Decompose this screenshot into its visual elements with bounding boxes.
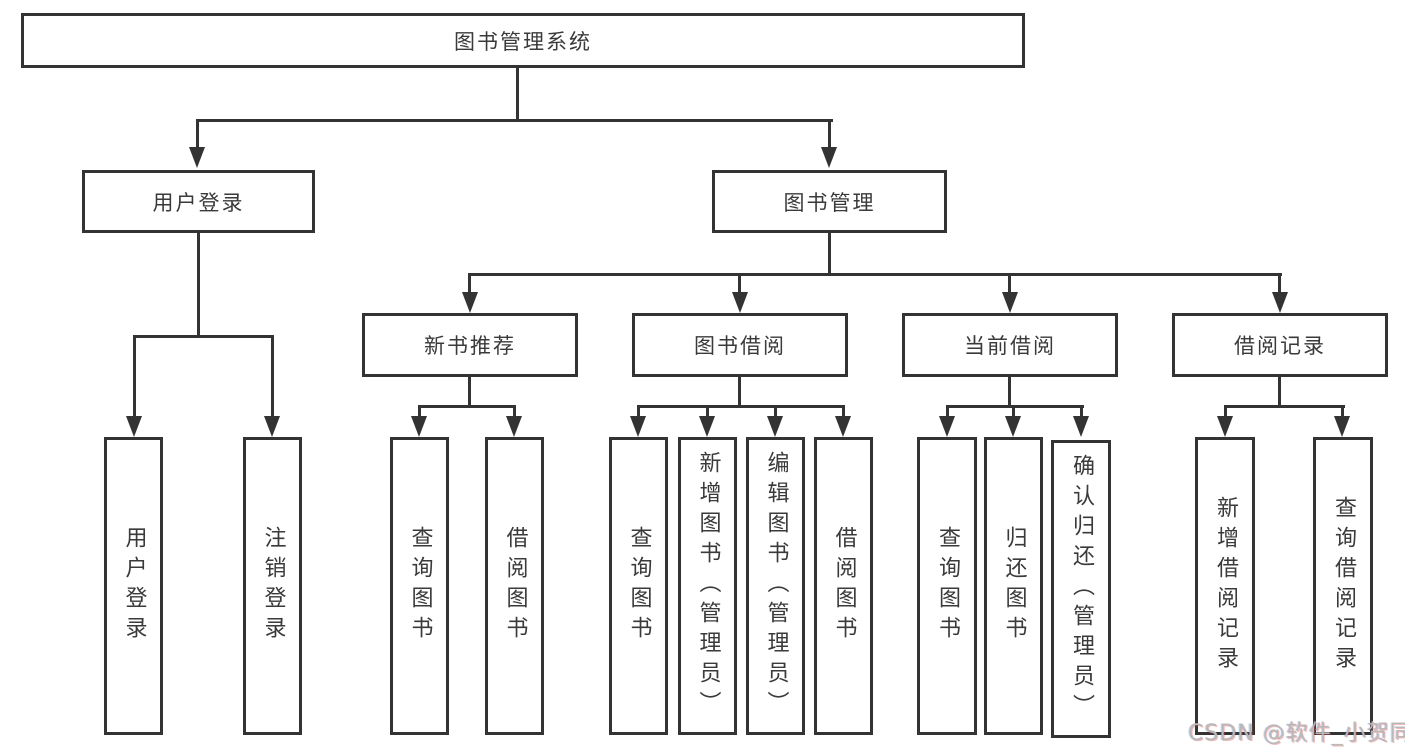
leaf-label: 借阅图书 xyxy=(502,526,528,646)
connector-v xyxy=(738,273,741,292)
node-borrow-records: 借阅记录 xyxy=(1172,313,1388,377)
leaf-label: 注销登录 xyxy=(260,526,286,646)
connector-v xyxy=(197,233,200,335)
connector-h xyxy=(468,273,1282,276)
leaf-label: 借阅图书 xyxy=(831,526,857,646)
arrow-down-icon xyxy=(1002,292,1018,313)
leaf-user-login: 用户登录 xyxy=(104,437,163,735)
node-book-management-label: 图书管理 xyxy=(783,190,876,215)
leaf-query-books-current: 查询图书 xyxy=(917,437,977,735)
arrow-down-icon xyxy=(462,292,478,313)
connector-v xyxy=(516,67,519,119)
arrow-down-icon xyxy=(189,147,205,168)
leaf-label: 归还图书 xyxy=(1001,526,1027,646)
leaf-label: 编辑图书（管理员） xyxy=(763,451,789,721)
connector-v xyxy=(1278,273,1281,292)
leaf-return-books: 归还图书 xyxy=(984,437,1043,735)
arrow-down-icon xyxy=(835,416,851,437)
node-new-book-recommend: 新书推荐 xyxy=(362,313,578,377)
arrow-down-icon xyxy=(1073,416,1089,437)
arrow-down-icon xyxy=(732,292,748,313)
node-root-label: 图书管理系统 xyxy=(454,29,592,54)
leaf-borrow-books-recommend: 借阅图书 xyxy=(485,437,544,735)
arrow-down-icon xyxy=(821,147,837,168)
leaf-label: 查询借阅记录 xyxy=(1331,496,1356,676)
node-new-book-recommend-label: 新书推荐 xyxy=(424,334,516,358)
node-root: 图书管理系统 xyxy=(21,13,1025,68)
connector-v xyxy=(513,405,516,416)
connector-v xyxy=(196,119,199,147)
connector-v xyxy=(706,405,709,416)
leaf-label: 新增借阅记录 xyxy=(1213,496,1238,676)
node-book-borrow-label: 图书借阅 xyxy=(694,334,786,358)
leaf-add-books-admin: 新增图书（管理员） xyxy=(678,437,737,735)
connector-v xyxy=(946,405,949,416)
leaf-label: 新增图书（管理员） xyxy=(695,451,721,721)
connector-v xyxy=(1012,405,1015,416)
arrow-down-icon xyxy=(411,416,427,437)
node-borrow-records-label: 借阅记录 xyxy=(1234,334,1326,358)
connector-v xyxy=(828,119,831,147)
connector-v xyxy=(418,405,421,416)
arrow-down-icon xyxy=(630,416,646,437)
leaf-label: 确认归还（管理员） xyxy=(1069,454,1094,724)
leaf-add-borrow-record: 新增借阅记录 xyxy=(1195,437,1255,735)
arrow-down-icon xyxy=(1217,416,1233,437)
node-user-login: 用户登录 xyxy=(82,170,315,233)
leaf-query-borrow-record: 查询借阅记录 xyxy=(1313,437,1373,735)
connector-v xyxy=(1008,377,1011,405)
node-current-borrow-label: 当前借阅 xyxy=(964,334,1056,358)
arrow-down-icon xyxy=(767,416,783,437)
arrow-down-icon xyxy=(1005,416,1021,437)
leaf-confirm-return-admin: 确认归还（管理员） xyxy=(1051,440,1111,738)
leaf-logout: 注销登录 xyxy=(243,437,302,735)
arrow-down-icon xyxy=(126,416,142,437)
connector-v xyxy=(637,405,640,416)
leaf-label: 查询图书 xyxy=(935,526,960,646)
leaf-label: 用户登录 xyxy=(121,526,147,646)
arrow-down-icon xyxy=(506,416,522,437)
connector-v xyxy=(468,273,471,292)
leaf-label: 查询图书 xyxy=(407,526,433,646)
connector-h xyxy=(418,405,516,408)
connector-h xyxy=(946,405,1084,408)
connector-h xyxy=(1224,405,1345,408)
connector-v xyxy=(842,405,845,416)
connector-v xyxy=(468,377,471,405)
arrow-down-icon xyxy=(1272,292,1288,313)
node-book-management: 图书管理 xyxy=(712,170,947,233)
connector-v xyxy=(1278,377,1281,405)
leaf-borrow-books: 借阅图书 xyxy=(814,437,873,735)
node-book-borrow: 图书借阅 xyxy=(632,313,848,377)
connector-v xyxy=(271,335,274,416)
connector-v xyxy=(738,377,741,405)
connector-v xyxy=(133,335,136,416)
leaf-label: 查询图书 xyxy=(626,526,652,646)
connector-v xyxy=(774,405,777,416)
connector-v xyxy=(1008,273,1011,292)
connector-h xyxy=(133,335,274,338)
connector-v xyxy=(828,233,831,273)
arrow-down-icon xyxy=(264,416,280,437)
connector-v xyxy=(1080,405,1083,416)
leaf-edit-books-admin: 编辑图书（管理员） xyxy=(746,437,805,735)
arrow-down-icon xyxy=(699,416,715,437)
node-user-login-label: 用户登录 xyxy=(152,190,245,215)
leaf-query-books-recommend: 查询图书 xyxy=(390,437,449,735)
watermark: CSDN @软件_小贺同学 xyxy=(1188,721,1405,746)
arrow-down-icon xyxy=(1334,416,1350,437)
connector-v xyxy=(1224,405,1227,416)
connector-v xyxy=(1341,405,1344,416)
node-current-borrow: 当前借阅 xyxy=(902,313,1118,377)
connector-h xyxy=(196,119,833,122)
leaf-query-books-borrow: 查询图书 xyxy=(609,437,668,735)
arrow-down-icon xyxy=(939,416,955,437)
connector-h xyxy=(637,405,845,408)
